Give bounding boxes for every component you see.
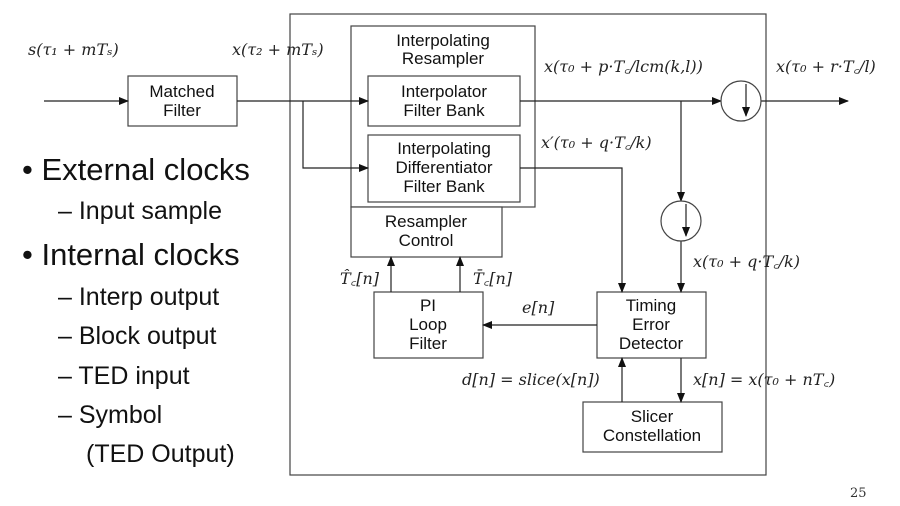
sub-bullet: – Input sample: [58, 197, 222, 225]
sub-bullet-text: Input sample: [78, 197, 222, 225]
tc-bar-label: T̄꜀[n]: [473, 267, 513, 288]
bullet-external-clocks: • External clocks: [22, 152, 250, 187]
sub-bullet-text: Symbol: [78, 401, 163, 429]
sub-bullet: – Symbol: [58, 401, 163, 429]
sub-bullet: – TED input: [58, 362, 190, 390]
tc-hat-label: T̂꜀[n]: [340, 269, 380, 288]
matched-filter-box: [127, 75, 238, 127]
bullet-text: External clocks: [41, 152, 250, 187]
diff-output-label: x′(τ₀ + q·T꜀/k): [541, 133, 652, 152]
pi-loop-filter-box: [373, 291, 484, 359]
ted-input-label: x(τ₀ + q·T꜀/k): [693, 252, 800, 271]
sub-bullet-text: TED input: [78, 362, 190, 390]
symbol-label: x[n] = x(τ₀ + nT꜀): [693, 370, 835, 389]
sub-bullet: – Interp output: [58, 283, 220, 311]
resampler-control-box: [350, 206, 503, 258]
interp-output-label: x(τ₀ + p·T꜀/lcm(k,l)): [544, 57, 703, 76]
sub-bullet: – Block output: [58, 322, 217, 350]
sub-bullet-text: Block output: [78, 322, 217, 350]
input-signal-label: s(τ₁ + mTₛ): [28, 40, 119, 59]
decision-label: d[n] = slice(x[n]): [462, 370, 600, 389]
sub-bullet-continuation: (TED Output): [86, 440, 235, 468]
slicer-box: [582, 401, 723, 453]
downsampler-icon: [660, 200, 702, 242]
bullet-text: Internal clocks: [41, 237, 240, 272]
page-number: 25: [850, 486, 867, 501]
diff-to-ted-arrow: [520, 167, 626, 293]
downsampler-icon: [720, 80, 762, 122]
error-label: e[n]: [522, 298, 555, 317]
mf-to-diff-arrow: [302, 101, 369, 172]
ted-box: [596, 291, 707, 359]
bullet-internal-clocks: • Internal clocks: [22, 237, 240, 272]
final-output-label: x(τ₀ + r·T꜀/l): [776, 57, 876, 76]
sub-bullet-text: Interp output: [78, 283, 220, 311]
mf-output-label: x(τ₂ + mTₛ): [232, 40, 324, 59]
